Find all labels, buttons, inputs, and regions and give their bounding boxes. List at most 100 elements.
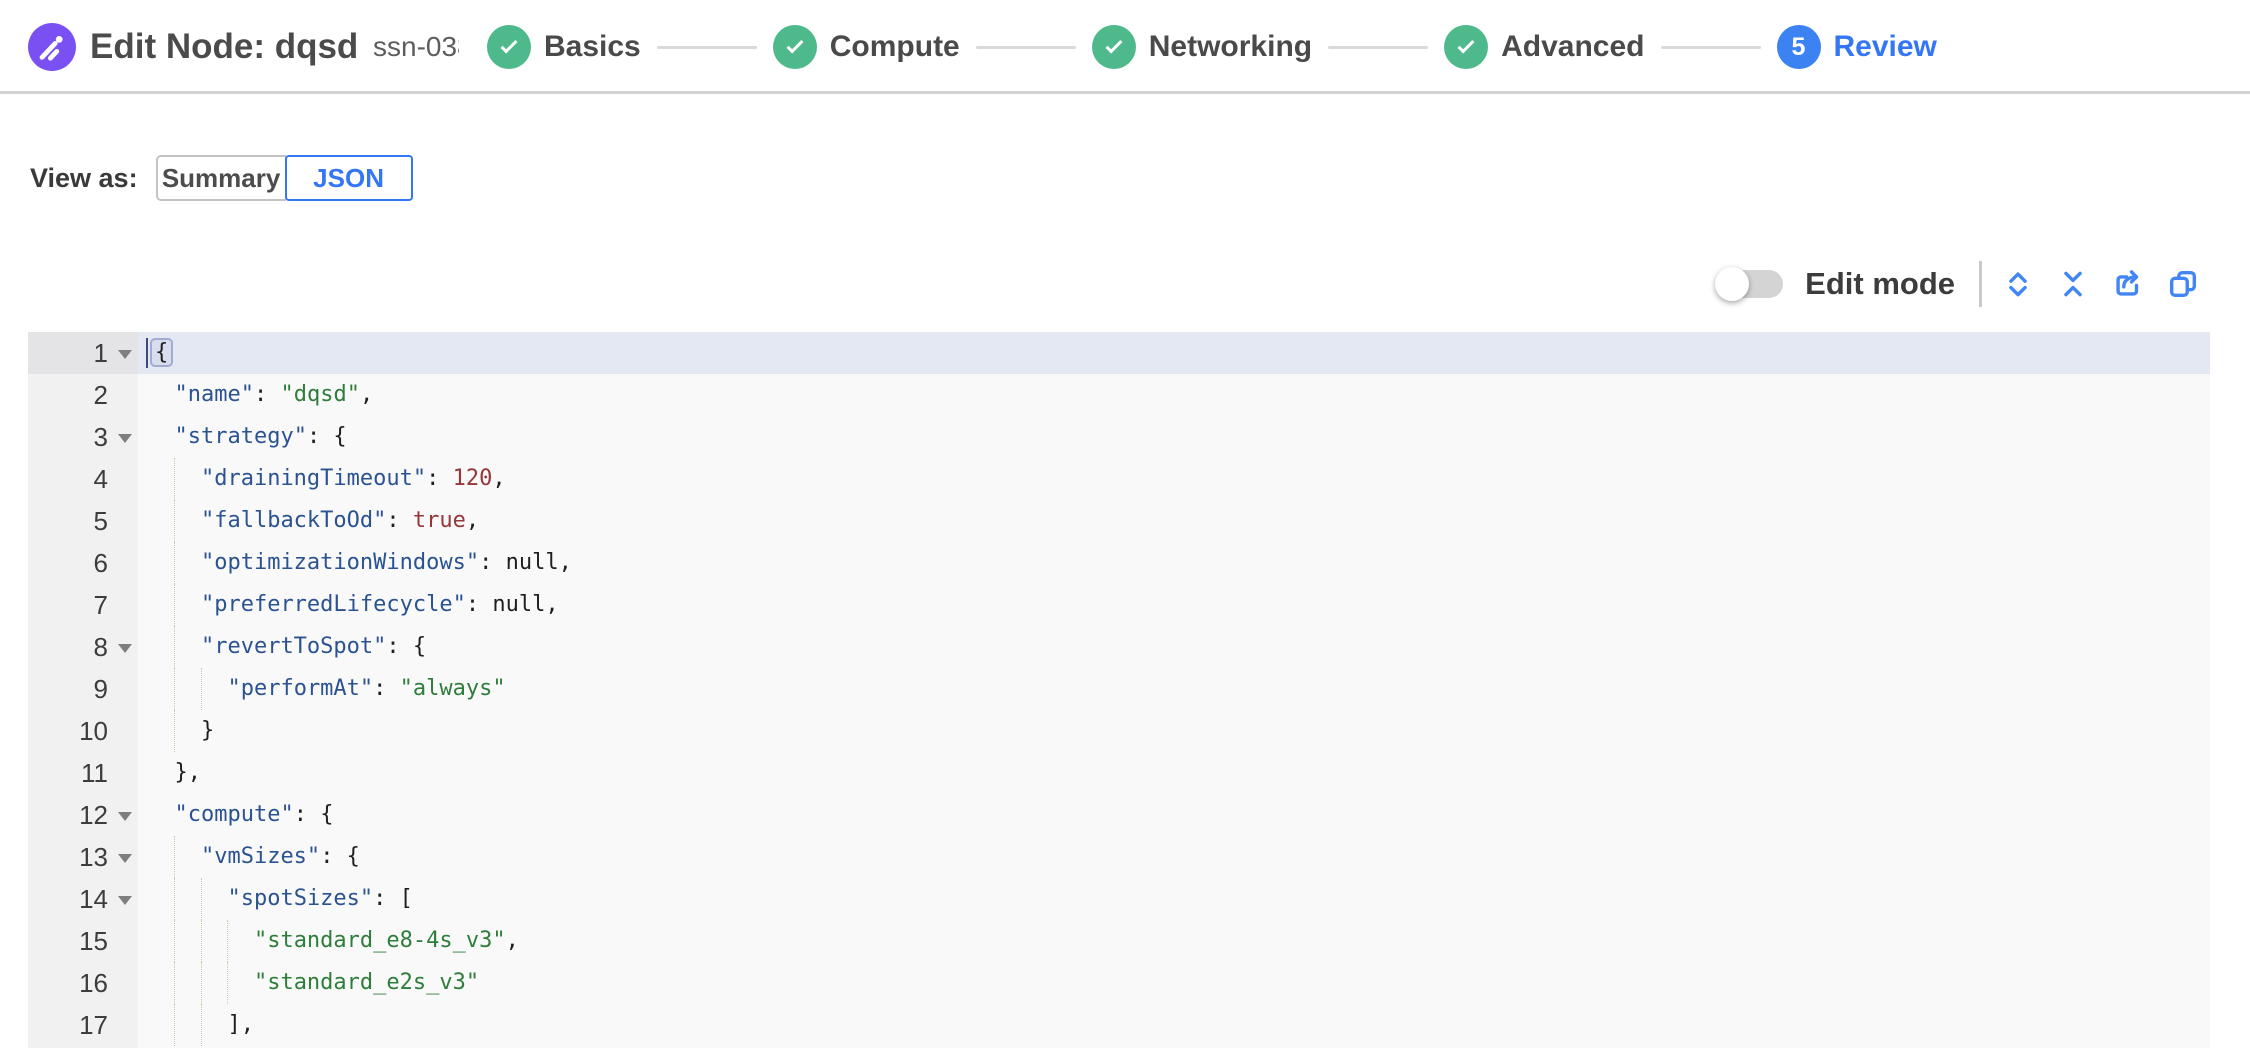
token-str: "always"	[399, 676, 506, 701]
token-key: "strategy"	[174, 424, 307, 449]
gutter-line: 10	[28, 710, 138, 752]
code-line[interactable]: "performAt": "always"	[138, 668, 2210, 710]
token-key: "fallbackToOd"	[200, 508, 387, 533]
code-line[interactable]: "strategy": {	[138, 416, 2210, 458]
gutter-line: 2	[28, 374, 138, 416]
step-networking[interactable]: Networking	[1091, 25, 1312, 69]
code-line[interactable]: }	[138, 710, 2210, 752]
editor-code[interactable]: {"name": "dqsd","strategy": {"drainingTi…	[138, 332, 2210, 1048]
token-punc: :	[253, 382, 281, 407]
collapse-all-icon[interactable]	[2045, 260, 2100, 308]
token-punc: ,	[492, 466, 506, 491]
step-review[interactable]: 5 Review	[1776, 25, 1937, 69]
token-key: "drainingTimeout"	[200, 466, 427, 491]
check-circle-icon	[1091, 25, 1136, 69]
indent-guide	[174, 500, 176, 542]
step-label: Review	[1833, 30, 1937, 63]
indent-guide	[174, 584, 176, 626]
line-number: 9	[93, 674, 108, 704]
token-punc: },	[174, 760, 201, 785]
code-text: "strategy": {	[148, 416, 346, 458]
code-text: ],	[148, 1004, 254, 1046]
token-key: "compute"	[174, 802, 294, 827]
indent-guide	[200, 920, 202, 962]
line-number: 8	[93, 632, 108, 662]
editor-toolbar: Edit mode	[1715, 256, 2210, 312]
indent-guide	[174, 836, 176, 878]
code-text: "optimizationWindows": null,	[148, 542, 572, 584]
code-line[interactable]: "compute": {	[138, 794, 2210, 836]
check-circle-icon	[487, 25, 531, 69]
step-compute[interactable]: Compute	[772, 25, 960, 69]
gutter-line: 17	[28, 1004, 138, 1046]
code-line[interactable]: },	[138, 752, 2210, 794]
code-line[interactable]: "preferredLifecycle": null,	[138, 584, 2210, 626]
code-text: "drainingTimeout": 120,	[148, 458, 506, 500]
code-line[interactable]: "name": "dqsd",	[138, 374, 2210, 416]
line-number: 2	[93, 380, 108, 410]
gutter-line: 6	[28, 542, 138, 584]
step-connector	[656, 45, 757, 49]
code-text: "standard_e8-4s_v3",	[148, 920, 519, 962]
indent-guide	[227, 962, 229, 1004]
indent-guide	[174, 668, 176, 710]
token-punc: ,	[359, 382, 374, 407]
export-icon[interactable]	[2100, 260, 2155, 308]
line-number: 5	[93, 506, 108, 536]
fold-marker-icon[interactable]	[118, 812, 132, 821]
code-line[interactable]: "standard_e2s_v3"	[138, 962, 2210, 1004]
text-cursor	[146, 338, 148, 368]
code-text: {	[148, 332, 174, 374]
step-label: Advanced	[1501, 30, 1645, 63]
line-number: 4	[93, 464, 108, 494]
indent-guide	[200, 668, 202, 710]
copy-icon[interactable]	[2155, 260, 2210, 308]
step-advanced[interactable]: Advanced	[1444, 25, 1645, 69]
token-punc: ,	[505, 928, 519, 953]
token-null: null	[492, 592, 546, 617]
view-json-button[interactable]: JSON	[284, 155, 413, 201]
token-punc: }	[200, 718, 215, 743]
view-summary-button[interactable]: Summary	[155, 155, 286, 201]
code-line[interactable]: "fallbackToOd": true,	[138, 500, 2210, 542]
indent-guide	[200, 1004, 202, 1046]
token-str: "dqsd"	[280, 382, 360, 407]
line-number: 10	[79, 716, 108, 746]
indent-guide	[174, 920, 176, 962]
token-punc: :	[465, 592, 493, 617]
fold-marker-icon[interactable]	[118, 350, 132, 359]
token-null: null	[505, 550, 559, 575]
gutter-line: 3	[28, 416, 138, 458]
code-line[interactable]: "standard_e8-4s_v3",	[138, 920, 2210, 962]
code-line[interactable]: "vmSizes": {	[138, 836, 2210, 878]
gutter-line: 11	[28, 752, 138, 794]
token-punc: : {	[386, 634, 427, 659]
edit-mode-toggle[interactable]	[1715, 267, 1784, 301]
gutter-line: 5	[28, 500, 138, 542]
page-title: Edit Node: dqsd	[90, 27, 359, 66]
fold-marker-icon[interactable]	[118, 896, 132, 905]
view-as-row: View as: Summary JSON	[30, 155, 413, 201]
fold-marker-icon[interactable]	[118, 434, 132, 443]
token-key: "preferredLifecycle"	[200, 592, 466, 617]
step-basics[interactable]: Basics	[487, 25, 641, 69]
code-line[interactable]: {	[138, 332, 2210, 374]
gutter-line: 16	[28, 962, 138, 1004]
token-punc: ,	[465, 508, 480, 533]
code-line[interactable]: "spotSizes": [	[138, 878, 2210, 920]
indent-guide	[200, 878, 202, 920]
token-str: "standard_e8-4s_v3"	[253, 928, 506, 953]
step-number-badge: 5	[1776, 25, 1821, 69]
fold-marker-icon[interactable]	[118, 854, 132, 863]
step-connector	[1328, 45, 1429, 49]
code-line[interactable]: "revertToSpot": {	[138, 626, 2210, 668]
code-line[interactable]: "drainingTimeout": 120,	[138, 458, 2210, 500]
code-line[interactable]: ],	[138, 1004, 2210, 1046]
line-number: 6	[93, 548, 108, 578]
expand-all-icon[interactable]	[1990, 260, 2045, 308]
code-text: },	[148, 752, 201, 794]
code-line[interactable]: "optimizationWindows": null,	[138, 542, 2210, 584]
fold-marker-icon[interactable]	[118, 644, 132, 653]
code-text: "standard_e2s_v3"	[148, 962, 479, 1004]
